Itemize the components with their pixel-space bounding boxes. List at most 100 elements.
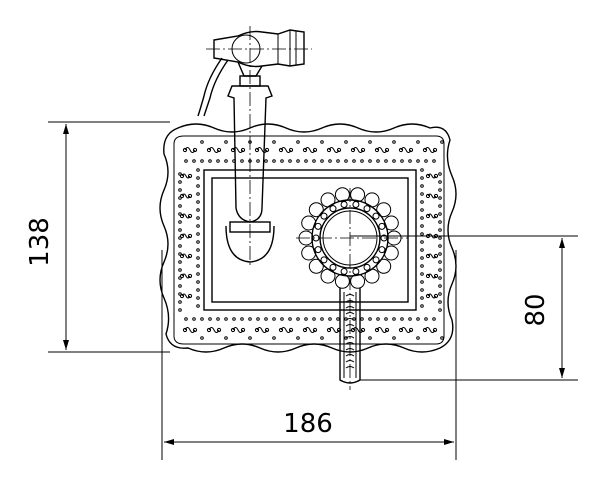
scroll-curl (425, 173, 431, 179)
ornament-dot (216, 159, 220, 163)
scroll-curl (326, 327, 332, 333)
ornament-dot (248, 317, 252, 321)
scroll-curl (278, 327, 284, 333)
ornament-dot (304, 317, 308, 321)
ornament-pattern (178, 140, 444, 340)
scroll-curl (278, 147, 284, 153)
ornament-dot (420, 168, 424, 172)
rosette-curl (372, 256, 380, 264)
plate-outline (159, 123, 457, 353)
scroll-curl (216, 327, 222, 333)
scroll-curl (192, 327, 198, 333)
ornament-dot (312, 317, 316, 321)
scroll-curl (433, 233, 439, 239)
scroll-curl (433, 193, 439, 199)
ornament-dot (438, 188, 442, 192)
scroll-motif (208, 327, 220, 333)
ornament-dot (196, 232, 200, 236)
ornament-dot (438, 236, 442, 240)
ornament-dot (208, 159, 212, 163)
lever-knurl (345, 318, 355, 321)
ornament-dot (178, 260, 182, 264)
scroll-motif (304, 327, 316, 333)
scroll-curl (422, 327, 428, 333)
scroll-motif (184, 147, 196, 153)
ornament-dot (392, 159, 396, 163)
ornament-dot (192, 159, 196, 163)
ornament-dot (240, 159, 244, 163)
scroll-curl (374, 147, 380, 153)
scroll-curl (206, 327, 212, 333)
ornament-dot (178, 172, 182, 176)
scroll-curl (187, 253, 193, 259)
ornament-dot (264, 317, 268, 321)
ornament-dot (200, 159, 204, 163)
rosette-curl (329, 263, 337, 271)
ornament-dot (438, 244, 442, 248)
scroll-curl (179, 293, 185, 299)
rosette-petal (308, 258, 324, 274)
ornament-dot (328, 159, 332, 163)
scroll-curl (288, 327, 294, 333)
scroll-curl (187, 293, 193, 299)
ornament-dot (336, 317, 340, 321)
scroll-curl (408, 327, 414, 333)
scroll-motif (376, 327, 388, 333)
scroll-curl (433, 253, 439, 259)
scroll-motif (328, 327, 340, 333)
scroll-motif (424, 327, 436, 333)
ornament-dot (256, 159, 260, 163)
ornament-dot (392, 140, 396, 144)
ornament-dot (288, 317, 292, 321)
ornament-dot (232, 317, 236, 321)
scroll-curl (179, 253, 185, 259)
ornament-dot (288, 159, 292, 163)
scroll-motif (232, 327, 244, 333)
ornamental-plate (159, 123, 457, 353)
ornament-dot (178, 212, 182, 216)
ornament-dot (384, 317, 388, 321)
ornament-dot (438, 292, 442, 296)
rosette-petal (376, 258, 392, 274)
dimension-width-186: 186 (161, 250, 457, 460)
ornament-dot (438, 284, 442, 288)
ornament-dot (420, 280, 424, 284)
ornament-dot (420, 296, 424, 300)
ornament-dot (320, 317, 324, 321)
scroll-curl (360, 327, 366, 333)
rosette-petal (376, 202, 392, 218)
plate-outline-inner (173, 135, 445, 345)
ornament-dot (178, 292, 182, 296)
scroll-curl (433, 273, 439, 279)
ornament-dot (420, 272, 424, 276)
ornament-dot (432, 159, 436, 163)
ornament-dot (420, 304, 424, 308)
ornament-dot (438, 268, 442, 272)
ornament-dot (408, 317, 412, 321)
ornament-dot (272, 140, 276, 144)
ornament-dot (420, 192, 424, 196)
ornament-dot (368, 317, 372, 321)
scroll-curl (254, 147, 260, 153)
inner-frame (211, 177, 409, 303)
ornament-dot (420, 264, 424, 268)
ornament-dot (438, 212, 442, 216)
scroll-curl (374, 327, 380, 333)
scroll-curl (264, 327, 270, 333)
ornament-dot (208, 317, 212, 321)
ornament-dot (196, 296, 200, 300)
ornament-dot (420, 256, 424, 260)
scroll-motif (184, 327, 196, 333)
ornament-dot (384, 159, 388, 163)
ornament-dot (296, 336, 300, 340)
scroll-curl (240, 147, 246, 153)
ornament-dot (420, 200, 424, 204)
scroll-curl (432, 327, 438, 333)
ornament-dot (224, 336, 228, 340)
ornament-dot (420, 224, 424, 228)
ornament-dot (424, 159, 428, 163)
scroll-curl (398, 147, 404, 153)
shower-hose-edge (203, 59, 229, 117)
scroll-motif (280, 147, 292, 153)
